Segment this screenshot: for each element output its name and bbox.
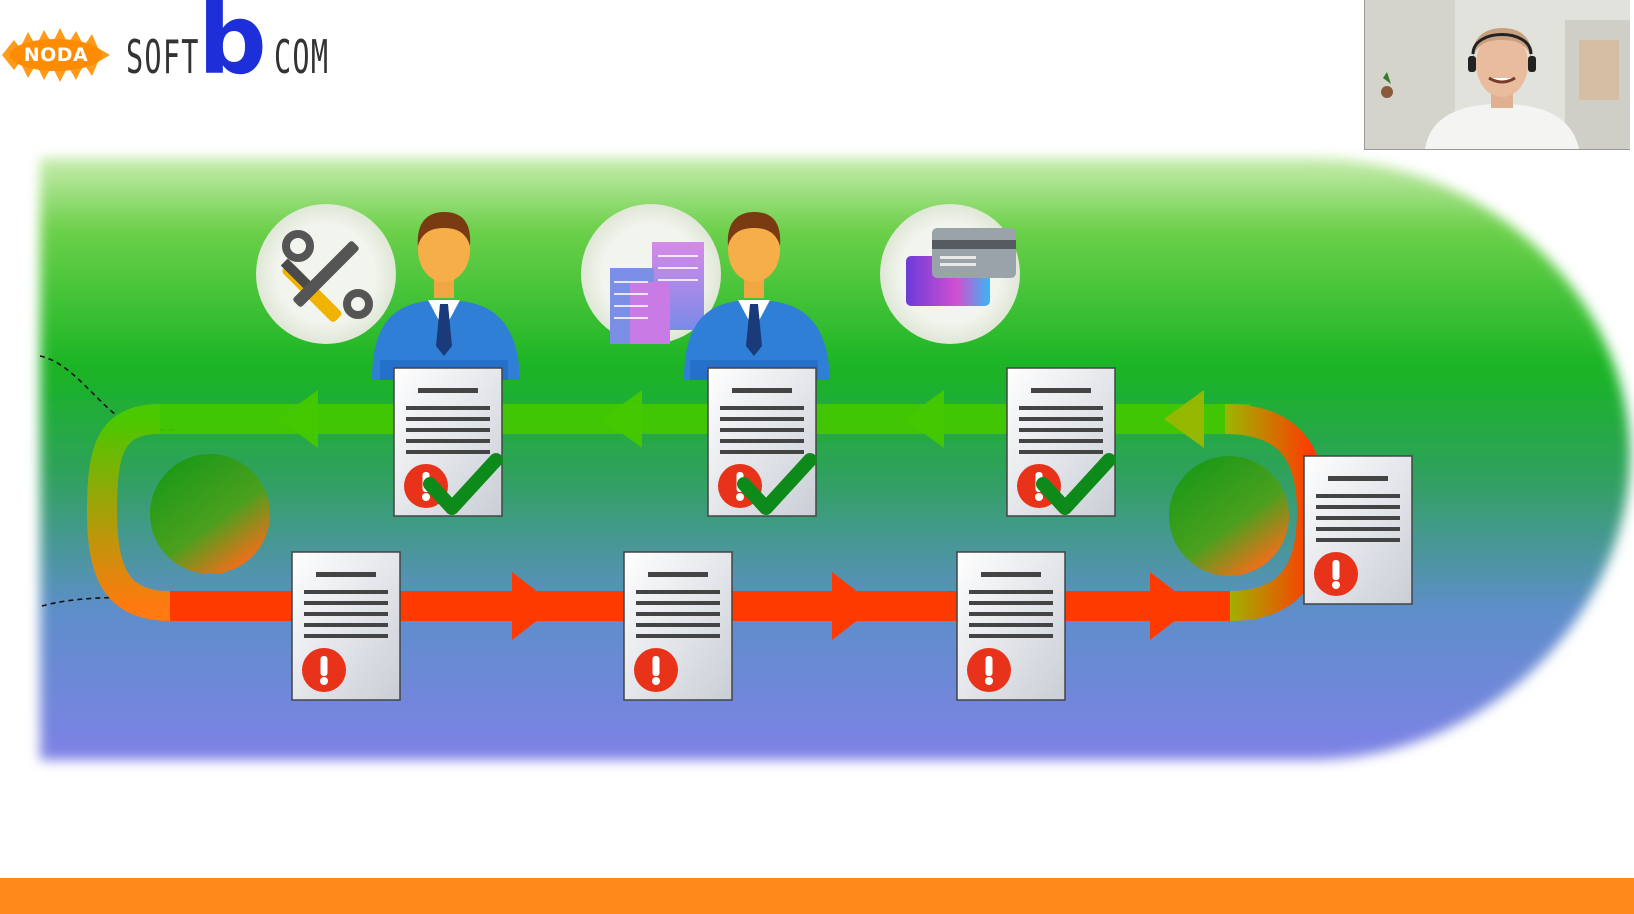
documents-layer bbox=[291, 367, 1413, 701]
alert-icon bbox=[1314, 552, 1358, 596]
document-alert-icon bbox=[291, 551, 401, 701]
check-icon bbox=[737, 453, 817, 515]
presenter-webcam bbox=[1364, 0, 1630, 150]
left-turn-ball bbox=[150, 454, 270, 574]
right-turn-ball bbox=[1169, 456, 1289, 576]
check-icon bbox=[1036, 453, 1116, 515]
buildings-icon bbox=[581, 204, 721, 344]
softbcom-logo-letter: b bbox=[198, 0, 267, 96]
pending-arrow bbox=[512, 572, 556, 640]
person-icon bbox=[684, 212, 830, 380]
alert-icon bbox=[967, 648, 1011, 692]
noda-logo: NODA bbox=[0, 22, 112, 88]
noda-logo-text: NODA bbox=[23, 44, 89, 66]
alert-icon bbox=[302, 648, 346, 692]
person-icon bbox=[372, 212, 520, 380]
softbcom-logo-right: COM bbox=[274, 30, 330, 84]
document-approved-icon bbox=[393, 367, 503, 517]
noda-burst-icon bbox=[2, 28, 110, 82]
document-alert-icon bbox=[623, 551, 733, 701]
softbcom-logo-left: SOFT bbox=[126, 30, 200, 84]
pending-arrow bbox=[1150, 572, 1194, 640]
softbcom-logo: SOFT b COM bbox=[126, 0, 330, 96]
approved-arrow bbox=[278, 390, 318, 448]
approved-arrow bbox=[904, 390, 944, 448]
tools-icon bbox=[256, 204, 396, 344]
credit-card-icon bbox=[880, 204, 1020, 344]
document-approved-icon bbox=[1006, 367, 1116, 517]
footer-bar bbox=[0, 878, 1634, 914]
document-approved-icon bbox=[707, 367, 817, 517]
alert-icon bbox=[634, 648, 678, 692]
document-alert-icon bbox=[956, 551, 1066, 701]
document-alert-icon bbox=[1303, 455, 1413, 605]
check-icon bbox=[423, 453, 503, 515]
left-turn-path bbox=[86, 404, 171, 621]
pending-arrow bbox=[832, 572, 876, 640]
approved-arrow bbox=[602, 390, 642, 448]
approved-arrow bbox=[1164, 390, 1204, 448]
presenter-video-icon bbox=[1365, 0, 1630, 149]
